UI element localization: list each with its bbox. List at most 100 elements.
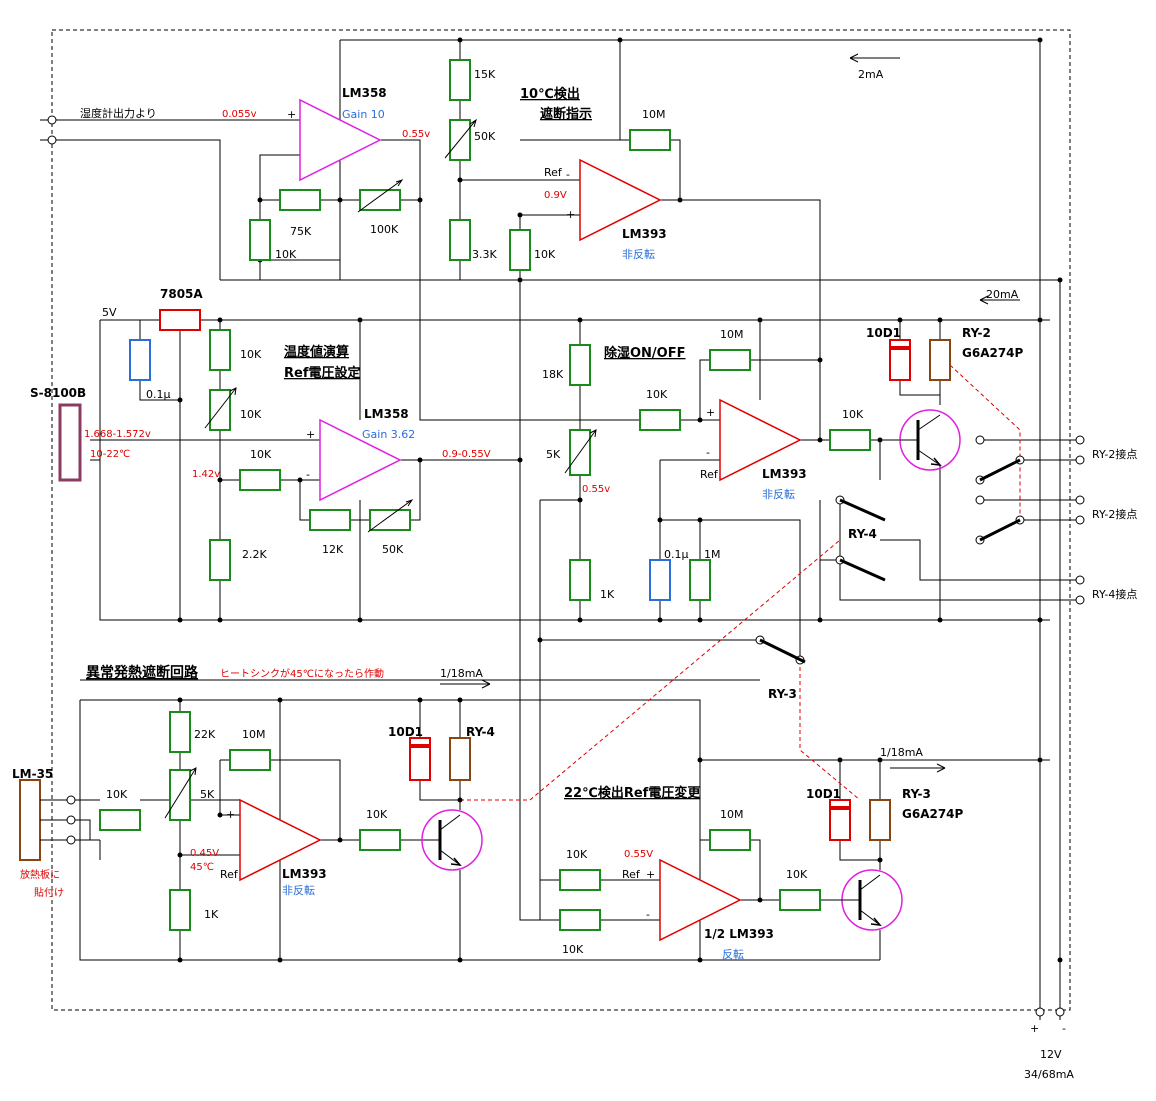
lm393-a-label: LM393 — [622, 227, 667, 241]
d10d1-a-label: 10D1 — [866, 326, 901, 340]
r10m-d-label: 10M — [720, 808, 744, 821]
lm358-gain10-opamp — [299, 98, 382, 182]
ry4-coil — [449, 737, 471, 781]
gain10-label: Gain 10 — [342, 108, 385, 121]
r1m-label: 1M — [704, 548, 721, 561]
r10k-e-label: 10K — [646, 388, 668, 401]
r10k-a-label: 10K — [534, 248, 556, 261]
r1k-b-label: 1K — [204, 908, 219, 921]
vr50k-b-label: 50K — [382, 543, 404, 556]
c01u-b-label: 0.1μ — [664, 548, 689, 561]
minus-d: - — [706, 446, 710, 459]
lm358-gain362-opamp — [319, 418, 402, 502]
minus-c: - — [306, 468, 310, 481]
r33k-label: 3.3K — [472, 248, 497, 261]
current-118a: 1/18mA — [440, 667, 483, 680]
ref-d: Ref — [622, 868, 641, 881]
supply-plus: + — [1030, 1022, 1039, 1035]
title-dehumid: 除湿ON/OFF — [604, 345, 686, 361]
minus-f: - — [646, 908, 650, 921]
vr100k-label: 100K — [370, 223, 399, 236]
ry2-coil — [929, 339, 951, 381]
ry3-linkage — [799, 660, 861, 801]
v-0055: 0.055v — [222, 109, 257, 120]
v-045: 0.45V — [190, 848, 219, 859]
hygro-input-label: 湿度計出力より — [80, 106, 157, 120]
lm393-c-label: LM393 — [282, 867, 327, 881]
current-arrows — [440, 53, 1020, 773]
s8100b-label: S-8100B — [30, 386, 86, 400]
ry4-contact: RY-4接点 — [1092, 588, 1137, 601]
v-09: 0.9V — [544, 190, 567, 201]
minus-e: - — [226, 848, 230, 861]
ry3-coil — [869, 799, 891, 841]
abnormal-note: ヒートシンクが45℃になったら作動 — [220, 667, 384, 680]
r10k-b-label: 10K — [275, 248, 297, 261]
t-range: 10-22℃ — [90, 449, 130, 460]
r10m-b-label: 10M — [720, 328, 744, 341]
title-abnormal: 異常発熱遮断回路 — [86, 664, 199, 681]
plus-f: + — [646, 868, 655, 881]
vr10k-label: 10K — [240, 408, 262, 421]
lm358-b-label: LM358 — [364, 407, 409, 421]
supply-current: 34/68mA — [1024, 1068, 1074, 1081]
r10k-i-label: 10K — [566, 848, 588, 861]
r22k-b-label: 22K — [194, 728, 216, 741]
supply-minus: - — [1062, 1022, 1066, 1035]
r10m-a-label: 10M — [642, 108, 666, 121]
r1k-label: 1K — [600, 588, 615, 601]
lm393-b-label: LM393 — [762, 467, 807, 481]
noninv-a: 非反転 — [622, 248, 655, 261]
plus-a: + — [287, 108, 296, 121]
v-055: 0.55v — [402, 129, 430, 140]
title-10c: 10℃検出 — [520, 86, 580, 102]
lm35-sensor — [19, 779, 41, 861]
g6a-a-label: G6A274P — [962, 346, 1024, 360]
ry4-switch-label: RY-4 — [848, 527, 877, 541]
d10d1-b-label: 10D1 — [388, 725, 423, 739]
terminals — [47, 115, 1085, 1017]
current-118b: 1/18mA — [880, 746, 923, 759]
reg-label: 7805A — [160, 287, 203, 301]
g6a-b-label: G6A274P — [902, 807, 964, 821]
v-range: 1.668-1.572v — [84, 429, 151, 440]
d10d1-c-label: 10D1 — [806, 787, 841, 801]
ry2-contact-a: RY-2接点 — [1092, 448, 1137, 461]
cap-0.1u-5v — [129, 339, 151, 381]
lm393-22c-comparator — [659, 858, 742, 942]
inv-label: 反転 — [722, 948, 744, 961]
cap-0.1u-dehumid — [649, 559, 671, 601]
vr-arrows — [164, 118, 597, 819]
v-055c: 0.55V — [624, 849, 653, 860]
junction-dots — [177, 37, 1063, 963]
lm358-a-label: LM358 — [342, 86, 387, 100]
r10k-k-label: 10K — [786, 868, 808, 881]
v-142: 1.42v — [192, 469, 220, 480]
transistor-ry4 — [421, 809, 483, 871]
title-22c: 22℃検出Ref電圧変更 — [564, 785, 701, 801]
title-ref-setting: Ref電圧設定 — [284, 365, 360, 381]
ry2-label: RY-2 — [962, 326, 991, 340]
r75k-label: 75K — [290, 225, 312, 238]
lm393-10c-comparator — [579, 158, 662, 242]
ry2-linkage — [949, 364, 1021, 520]
ref-c: Ref — [220, 868, 239, 881]
plus-d: + — [706, 406, 715, 419]
gain362-label: Gain 3.62 — [362, 428, 415, 441]
plus-c: + — [306, 428, 315, 441]
r18k-label: 18K — [542, 368, 564, 381]
heatsink-1: 放熱板に — [20, 868, 60, 881]
ry2-contact-b: RY-2接点 — [1092, 508, 1137, 521]
vr5k-b-label: 5K — [200, 788, 215, 801]
t-45: 45℃ — [190, 862, 214, 873]
s8100b-sensor — [58, 403, 82, 482]
v-055b: 0.55v — [582, 484, 610, 495]
title-temp-calc: 温度値演算 — [284, 344, 349, 360]
r10k-d-label: 10K — [250, 448, 272, 461]
c01u-a-label: 0.1μ — [146, 388, 171, 401]
current-2ma: 2mA — [858, 68, 884, 81]
title-cutoff: 遮断指示 — [540, 106, 592, 122]
transistor-ry3 — [840, 869, 903, 931]
r10k-h-label: 10K — [366, 808, 388, 821]
